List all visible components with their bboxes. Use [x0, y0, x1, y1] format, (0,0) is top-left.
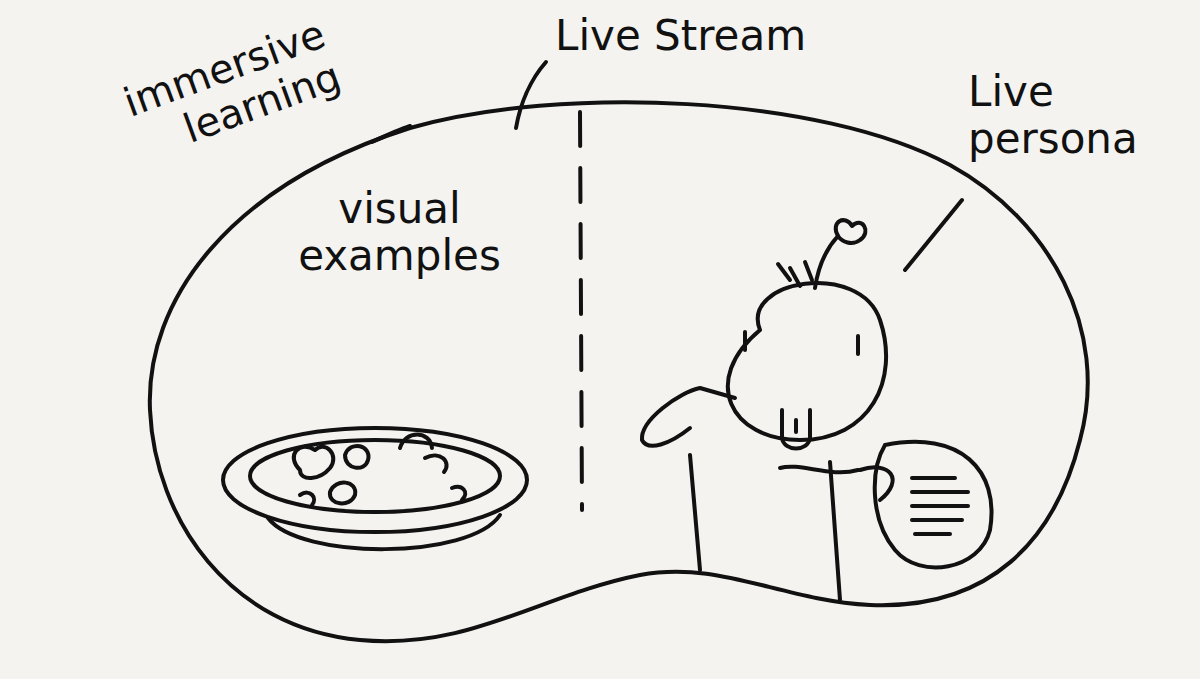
- leader-line: [516, 62, 546, 128]
- sketch-label: Live Stream: [555, 12, 875, 59]
- sketch-label: Live persona: [968, 68, 1183, 162]
- leader-line: [905, 200, 962, 270]
- leader-line: [372, 126, 410, 142]
- blob-outline: [150, 102, 1088, 641]
- sketch-label: immersive learning: [34, 11, 347, 198]
- divider-line: [580, 112, 582, 510]
- persona-character: [642, 220, 992, 600]
- pizza-drawing: [223, 428, 527, 549]
- sketch-label: visual examples: [262, 185, 537, 279]
